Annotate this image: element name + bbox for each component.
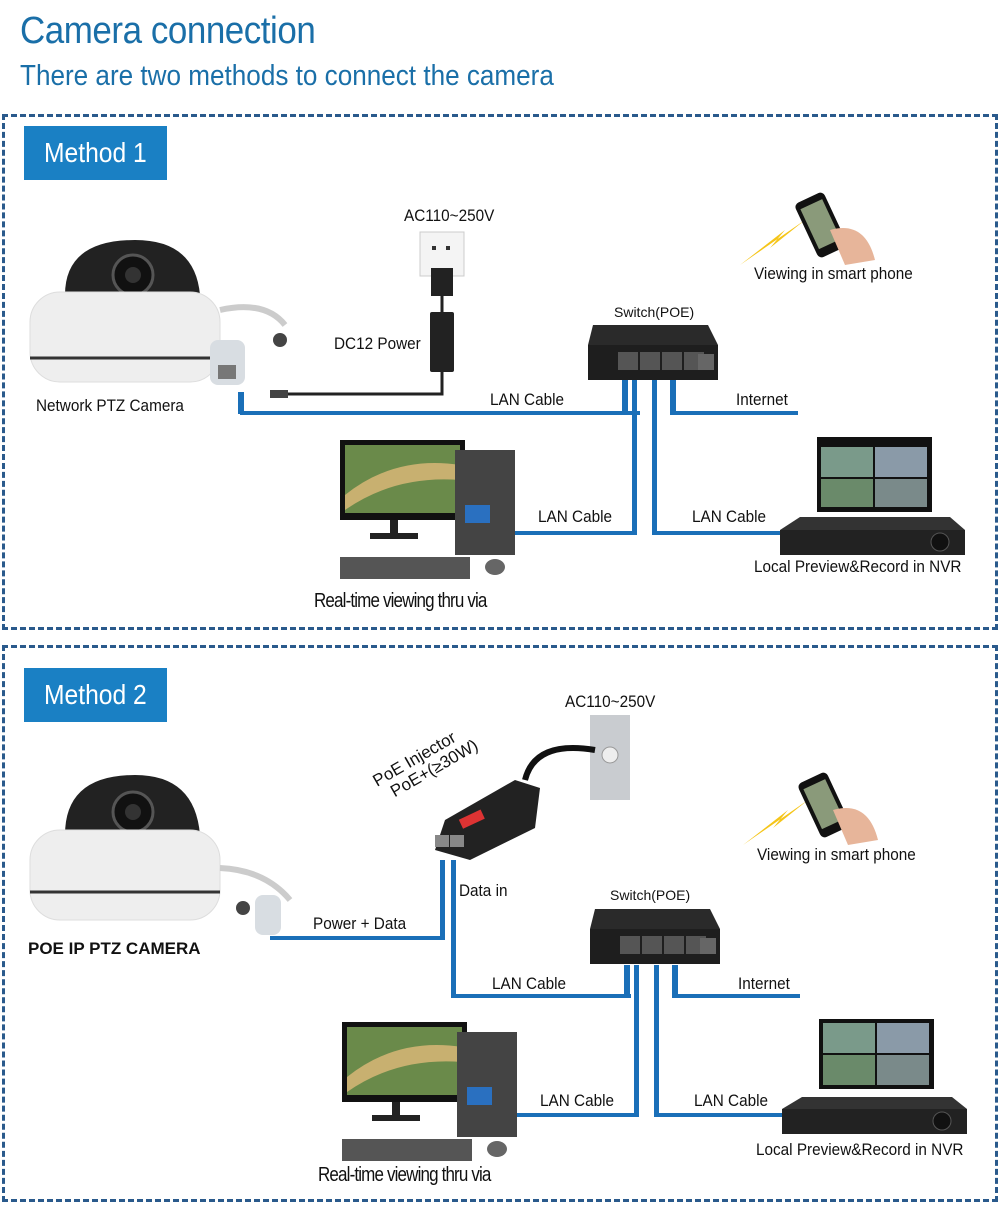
switch-port-cable — [672, 965, 678, 998]
method-2-badge: Method 2 — [24, 668, 167, 722]
switch-port-cable — [624, 965, 630, 998]
ac-label-1: AC110~250V — [404, 206, 495, 225]
internet-label-1: Internet — [736, 390, 788, 409]
phone-label-1: Viewing in smart phone — [754, 264, 913, 283]
phone-label-2: Viewing in smart phone — [757, 845, 916, 864]
switch-port-cable — [622, 380, 628, 415]
power-data-cable — [270, 936, 445, 940]
lan-cable-label-top-1: LAN Cable — [490, 390, 564, 409]
poe-switch-icon — [590, 909, 720, 964]
method-2-panel — [2, 645, 998, 1202]
page-subtitle: There are two methods to connect the cam… — [20, 60, 554, 92]
switch-label-1: Switch(POE) — [614, 304, 695, 320]
lan-cable-label-nvr-1: LAN Cable — [692, 507, 766, 526]
switch-port-cable — [670, 380, 676, 415]
injector-out-cable — [440, 860, 445, 940]
lan-cable-pc — [517, 1113, 639, 1117]
internet-cable — [670, 411, 798, 415]
smartphone-icon — [740, 192, 875, 265]
lan-cable-label-pc-2: LAN Cable — [540, 1091, 614, 1110]
pc-label-1: Real-time viewing thru via — [314, 590, 487, 612]
internet-cable — [672, 994, 800, 998]
power-outlet-icon — [419, 231, 465, 372]
dc-cable — [270, 370, 444, 398]
camera-1-label: Network PTZ Camera — [36, 396, 184, 415]
desktop-computer-icon — [342, 1022, 517, 1161]
lan-cable-nvr — [652, 531, 787, 535]
lan-cable-pc — [515, 531, 637, 535]
lan-cable-injector-switch — [451, 994, 631, 998]
pc-label-2: Real-time viewing thru via — [318, 1164, 491, 1186]
dome-camera-icon — [29, 240, 288, 385]
switch-label-2: Switch(POE) — [610, 887, 691, 903]
desktop-computer-icon — [340, 440, 515, 579]
dome-camera-icon — [29, 775, 293, 935]
camera-2-label: POE IP PTZ CAMERA — [28, 939, 201, 958]
switch-port-cable — [634, 965, 639, 1117]
switch-port-cable — [652, 380, 657, 535]
poe-injector-icon — [435, 715, 630, 860]
nvr-recorder-icon — [782, 1019, 967, 1134]
data-in-label: Data in — [459, 881, 508, 900]
switch-port-cable — [632, 380, 637, 535]
lan-cable-camera-switch — [240, 411, 640, 415]
power-data-label: Power + Data — [313, 914, 407, 933]
lan-cable-nvr — [654, 1113, 789, 1117]
lan-connector — [238, 392, 244, 414]
switch-port-cable — [654, 965, 659, 1117]
lan-cable-label-pc-1: LAN Cable — [538, 507, 612, 526]
ac-label-2: AC110~250V — [565, 692, 656, 711]
nvr-recorder-icon — [780, 437, 965, 555]
nvr-label-2: Local Preview&Record in NVR — [756, 1140, 964, 1159]
dc-power-label: DC12 Power — [334, 334, 421, 353]
lan-cable-label-nvr-2: LAN Cable — [694, 1091, 768, 1110]
method-1-panel — [2, 114, 998, 630]
internet-label-2: Internet — [738, 974, 790, 993]
injector-in-cable — [451, 860, 456, 998]
page-title: Camera connection — [20, 10, 316, 52]
poe-switch-icon — [588, 325, 718, 380]
smartphone-icon — [743, 772, 878, 845]
nvr-label-1: Local Preview&Record in NVR — [754, 557, 962, 576]
lan-cable-label-top-2: LAN Cable — [492, 974, 566, 993]
method-1-badge: Method 1 — [24, 126, 167, 180]
